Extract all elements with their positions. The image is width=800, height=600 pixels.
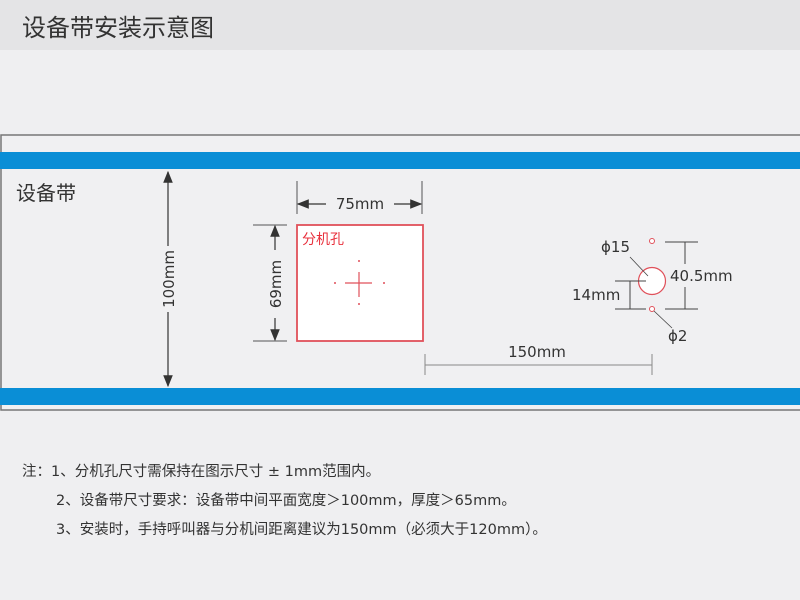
band-height-label: 100mm [160, 250, 178, 308]
center-crosshair-icon [345, 272, 372, 297]
spacing-dimension [665, 241, 698, 310]
band-bottom-stripe [0, 388, 800, 405]
phi2-leader [653, 310, 673, 329]
band-top-stripe [0, 152, 800, 169]
note-2: 2、设备带尺寸要求：设备带中间平面宽度＞100mm，厚度＞65mm。 [56, 493, 516, 509]
hole-spacing-label: 40.5mm [670, 267, 733, 285]
notes: 注：1、分机孔尺寸需保持在图示尺寸 ± 1mm范围内。 2、设备带尺寸要求：设备… [22, 458, 547, 545]
offset-dimension [615, 280, 646, 310]
header-bar: 设备带安装示意图 [0, 0, 800, 50]
note-3: 3、安装时，手持呼叫器与分机间距离建议为150mm（必须大于120mm）。 [56, 522, 547, 538]
note-1: 注：1、分机孔尺寸需保持在图示尺寸 ± 1mm范围内。 [22, 464, 381, 480]
hole-height-label: 69mm [267, 260, 285, 308]
small-hole-diameter: ϕ2 [668, 327, 687, 345]
extension-hole-label: 分机孔 [302, 232, 344, 248]
phi15-leader [629, 256, 649, 277]
distance-dimension [424, 354, 653, 375]
hole-width-label: 75mm [336, 195, 384, 213]
small-hole-bottom [649, 306, 655, 312]
page-title: 设备带安装示意图 [22, 14, 214, 42]
offset-label: 14mm [572, 286, 620, 304]
small-hole-top [649, 238, 655, 244]
band-label: 设备带 [16, 181, 76, 205]
large-hole-diameter: ϕ15 [601, 238, 630, 256]
center-marker-dots [334, 260, 385, 305]
distance-label: 150mm [508, 343, 566, 361]
